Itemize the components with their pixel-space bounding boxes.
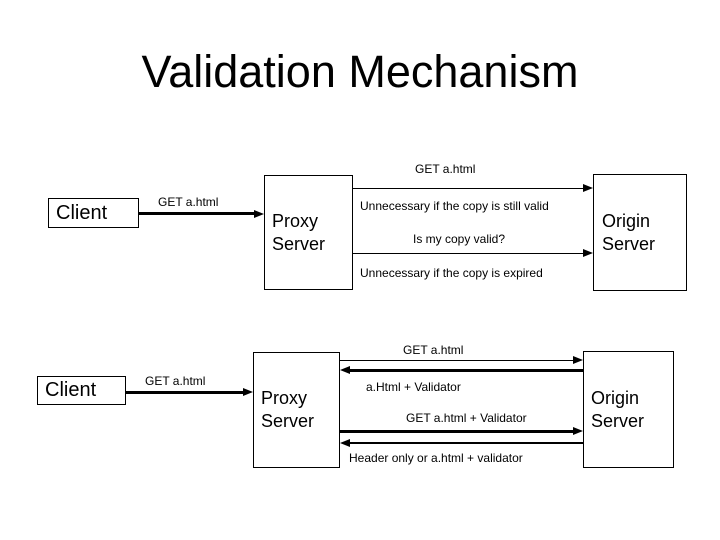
response-arrowhead-icon <box>340 366 350 374</box>
client-box: Client <box>37 376 126 405</box>
client-request-arrowhead-icon <box>254 210 264 218</box>
origin-server-label: Origin Server <box>591 387 645 431</box>
proxy-server-label: Proxy Server <box>272 210 326 254</box>
get-request-arrowhead-icon <box>573 356 583 364</box>
validate-arrowhead-icon <box>583 249 593 257</box>
get-request-label: GET a.html <box>415 162 476 176</box>
proxy-server-box: Proxy Server <box>264 175 353 290</box>
get-request-label: GET a.html <box>403 343 464 357</box>
validate-note: Unnecessary if the copy is expired <box>360 266 543 280</box>
response-arrow-line <box>349 369 583 372</box>
client-box: Client <box>48 198 139 228</box>
request-note: Unnecessary if the copy is still valid <box>360 199 549 213</box>
get-request-arrow-line <box>353 188 584 189</box>
revalidate-label: GET a.html + Validator <box>406 411 527 425</box>
validate-arrow-line <box>353 253 584 254</box>
revalidate-response-arrowhead-icon <box>340 439 350 447</box>
response-label: a.Html + Validator <box>366 380 461 394</box>
client-request-arrow-line <box>139 212 255 215</box>
revalidate-arrowhead-icon <box>573 427 583 435</box>
origin-server-box: Origin Server <box>593 174 687 291</box>
client-request-arrow-line <box>126 391 243 394</box>
slide-title: Validation Mechanism <box>141 46 579 97</box>
origin-server-label: Origin Server <box>602 210 656 254</box>
proxy-server-box: Proxy Server <box>253 352 340 468</box>
proxy-server-label: Proxy Server <box>261 388 315 431</box>
client-label: Client <box>45 379 97 401</box>
get-request-arrowhead-icon <box>583 184 593 192</box>
client-request-label: GET a.html <box>145 374 206 388</box>
revalidate-arrow-line <box>340 430 574 433</box>
get-request-arrow-line <box>340 360 574 361</box>
validate-label: Is my copy valid? <box>413 232 506 246</box>
client-request-arrowhead-icon <box>243 388 253 396</box>
client-request-label: GET a.html <box>158 195 219 209</box>
origin-server-box: Origin Server <box>583 351 674 468</box>
revalidate-response-label: Header only or a.html + validator <box>349 451 523 465</box>
client-label: Client <box>56 201 108 224</box>
revalidate-response-arrow-line <box>349 442 583 444</box>
